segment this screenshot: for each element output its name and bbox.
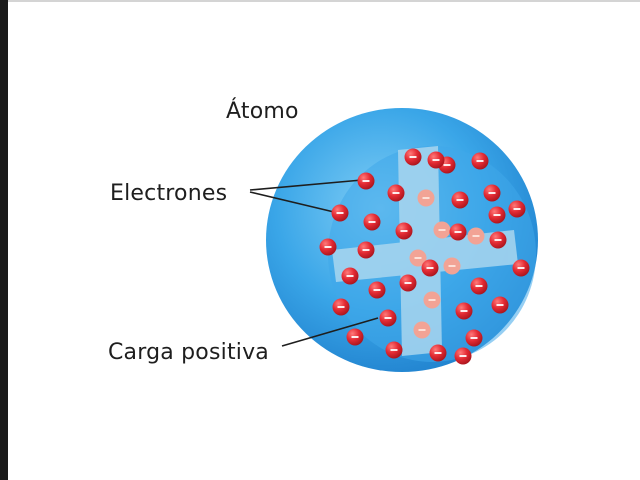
electron bbox=[404, 148, 422, 166]
minus-icon bbox=[494, 239, 502, 241]
electron bbox=[465, 329, 483, 347]
electron bbox=[454, 347, 472, 365]
electron bbox=[332, 298, 350, 316]
electrons-leader-line-1 bbox=[249, 179, 363, 191]
electron bbox=[451, 191, 469, 209]
electron bbox=[512, 259, 530, 277]
minus-icon bbox=[337, 306, 345, 308]
minus-icon bbox=[346, 275, 354, 277]
electron bbox=[385, 341, 403, 359]
electron-faded bbox=[413, 321, 431, 339]
minus-icon bbox=[488, 192, 496, 194]
electron bbox=[357, 241, 375, 259]
electron-faded bbox=[417, 189, 435, 207]
minus-icon bbox=[496, 304, 504, 306]
electron bbox=[508, 200, 526, 218]
minus-icon bbox=[373, 289, 381, 291]
electron bbox=[488, 206, 506, 224]
electron bbox=[489, 231, 507, 249]
minus-icon bbox=[392, 192, 400, 194]
minus-icon bbox=[517, 267, 525, 269]
electron bbox=[491, 296, 509, 314]
electron bbox=[399, 274, 417, 292]
minus-icon bbox=[456, 199, 464, 201]
electron bbox=[387, 184, 405, 202]
electron bbox=[341, 267, 359, 285]
electron-faded bbox=[467, 227, 485, 245]
electron bbox=[455, 302, 473, 320]
electron bbox=[429, 344, 447, 362]
minus-icon bbox=[432, 159, 440, 161]
minus-icon bbox=[493, 214, 501, 216]
electron bbox=[368, 281, 386, 299]
electron bbox=[427, 151, 445, 169]
minus-icon bbox=[384, 317, 392, 319]
minus-icon bbox=[336, 212, 344, 214]
minus-icon bbox=[324, 246, 332, 248]
minus-icon bbox=[422, 197, 430, 199]
minus-icon bbox=[400, 230, 408, 232]
minus-icon bbox=[418, 329, 426, 331]
electron bbox=[319, 238, 337, 256]
minus-icon bbox=[448, 265, 456, 267]
minus-icon bbox=[426, 267, 434, 269]
charge-leader-line bbox=[281, 317, 379, 347]
electrons-label: Electrones bbox=[110, 181, 228, 206]
minus-icon bbox=[390, 349, 398, 351]
minus-icon bbox=[438, 229, 446, 231]
electron bbox=[471, 152, 489, 170]
electrons-group bbox=[319, 148, 530, 365]
electron bbox=[395, 222, 413, 240]
electron bbox=[470, 277, 488, 295]
electron bbox=[421, 259, 439, 277]
electron bbox=[379, 309, 397, 327]
electrons-leader-line-2 bbox=[249, 191, 335, 213]
minus-icon bbox=[404, 282, 412, 284]
electron bbox=[346, 328, 364, 346]
minus-icon bbox=[368, 221, 376, 223]
electron bbox=[331, 204, 349, 222]
top-border bbox=[0, 0, 640, 2]
minus-icon bbox=[443, 164, 451, 166]
positive-charge-label: Carga positiva bbox=[108, 340, 269, 365]
minus-icon bbox=[460, 310, 468, 312]
electron-faded bbox=[423, 291, 441, 309]
minus-icon bbox=[454, 231, 462, 233]
minus-icon bbox=[414, 257, 422, 259]
minus-icon bbox=[362, 180, 370, 182]
minus-icon bbox=[472, 235, 480, 237]
minus-icon bbox=[428, 299, 436, 301]
minus-icon bbox=[351, 336, 359, 338]
minus-icon bbox=[476, 160, 484, 162]
electron-faded bbox=[409, 249, 427, 267]
minus-icon bbox=[409, 156, 417, 158]
electron bbox=[483, 184, 501, 202]
leader-lines bbox=[249, 179, 379, 347]
atom-label: Átomo bbox=[226, 99, 299, 124]
minus-icon bbox=[470, 337, 478, 339]
minus-icon bbox=[434, 352, 442, 354]
minus-icon bbox=[513, 208, 521, 210]
electron bbox=[449, 223, 467, 241]
electron bbox=[363, 213, 381, 231]
electron-faded bbox=[443, 257, 461, 275]
minus-icon bbox=[459, 355, 467, 357]
left-border bbox=[0, 0, 8, 480]
electron-faded bbox=[433, 221, 451, 239]
electron bbox=[357, 172, 375, 190]
minus-icon bbox=[362, 249, 370, 251]
minus-icon bbox=[475, 285, 483, 287]
